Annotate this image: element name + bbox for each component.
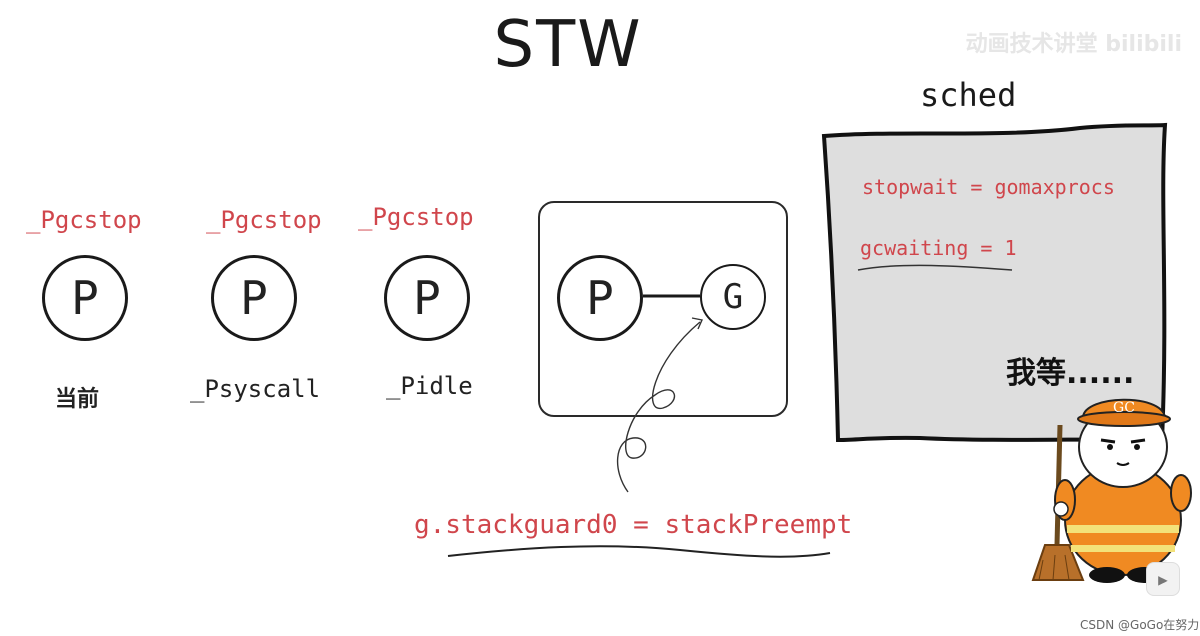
play-button[interactable]: ▶ [1146, 562, 1180, 596]
gc-hat-label: GC [1113, 400, 1135, 416]
play-icon: ▶ [1158, 570, 1168, 589]
gcwaiting-text: gcwaiting = 1 [860, 236, 1017, 260]
gc-character-illustration: GC [1025, 385, 1200, 585]
source-credit: CSDN @GoGo在努力 [1080, 616, 1199, 633]
stopwait-text: stopwait = gomaxprocs [862, 175, 1115, 199]
